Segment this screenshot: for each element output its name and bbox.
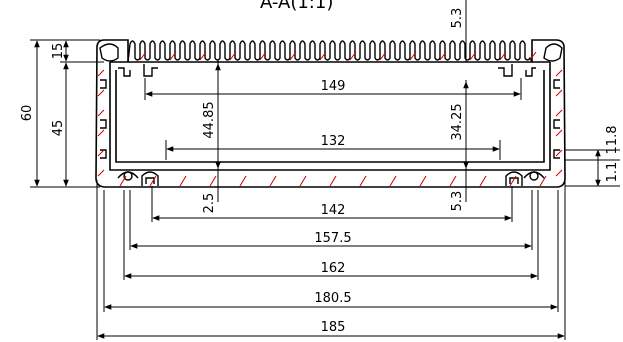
- hatch-mark: [209, 175, 217, 187]
- dim-width-157-5: 157.5: [314, 231, 351, 246]
- bottom-slots: [99, 43, 563, 186]
- hatch-mark: [419, 175, 427, 187]
- hatch-mark: [539, 175, 547, 187]
- hatch-mark: [119, 175, 127, 187]
- hatch-mark: [529, 51, 537, 61]
- profile-outline: [95, 39, 566, 188]
- hatch-mark: [269, 175, 277, 187]
- dim-width-142: 142: [321, 203, 346, 218]
- extension-lines: [30, 0, 620, 340]
- dim-bottom-offset-right: 5.3: [450, 191, 465, 212]
- hatch-mark: [97, 69, 105, 77]
- hatch-mark: [299, 175, 307, 187]
- hatch-mark: [555, 149, 563, 157]
- hatch-mark: [169, 51, 177, 61]
- hatch-mark: [97, 129, 105, 137]
- hatch-mark: [259, 51, 267, 61]
- dim-width-149: 149: [321, 79, 346, 94]
- hatch-mark: [139, 51, 147, 61]
- dim-overall-height: 60: [20, 105, 35, 122]
- hatch-mark: [555, 69, 563, 77]
- dim-right-small: 1.1: [605, 162, 620, 183]
- hatch-mark: [499, 51, 507, 61]
- heat-sink-fins: [127, 40, 533, 63]
- dim-body-height: 45: [51, 120, 66, 137]
- dim-fin-height: 15: [51, 43, 66, 60]
- hatch-mark: [509, 175, 517, 187]
- dim-right-large: 11.8: [605, 126, 620, 155]
- dim-width-180-5: 180.5: [314, 291, 351, 306]
- hatch-mark: [97, 169, 105, 177]
- hatch-mark: [555, 169, 563, 177]
- dim-inner-height-right: 34.25: [450, 103, 465, 140]
- dim-width-185: 185: [321, 320, 346, 335]
- hatch-mark: [469, 51, 477, 61]
- hatch-mark: [359, 175, 367, 187]
- hatch-mark: [555, 129, 563, 137]
- hatch-mark: [319, 51, 327, 61]
- hatch-mark: [555, 89, 563, 97]
- hatch-mark: [349, 51, 357, 61]
- dim-width-162: 162: [321, 261, 346, 276]
- fin-row: [127, 40, 533, 63]
- hatch-mark: [449, 175, 457, 187]
- dim-width-132: 132: [321, 134, 346, 149]
- dim-bottom-offset-left: 2.5: [202, 193, 217, 214]
- hatch-mark: [239, 175, 247, 187]
- dimension-lines: [34, 40, 601, 339]
- hatch-mark: [229, 51, 237, 61]
- hatch-mark: [409, 51, 417, 61]
- hatch-mark: [329, 175, 337, 187]
- hatch-mark: [179, 175, 187, 187]
- hatch-mark: [97, 109, 105, 117]
- hatch-mark: [289, 51, 297, 61]
- hatch-mark: [439, 51, 447, 61]
- section-hatching: [97, 51, 563, 187]
- hatch-mark: [199, 51, 207, 61]
- hatch-mark: [97, 149, 105, 157]
- section-title: A-A(1:1): [260, 0, 333, 13]
- hatch-mark: [479, 175, 487, 187]
- hatch-mark: [149, 175, 157, 187]
- hatch-mark: [97, 89, 105, 97]
- hatch-mark: [379, 51, 387, 61]
- dim-top-offset-right: 5.3: [450, 8, 465, 29]
- hatch-mark: [389, 175, 397, 187]
- dim-inner-height-left: 44.85: [202, 101, 217, 138]
- hatch-mark: [555, 109, 563, 117]
